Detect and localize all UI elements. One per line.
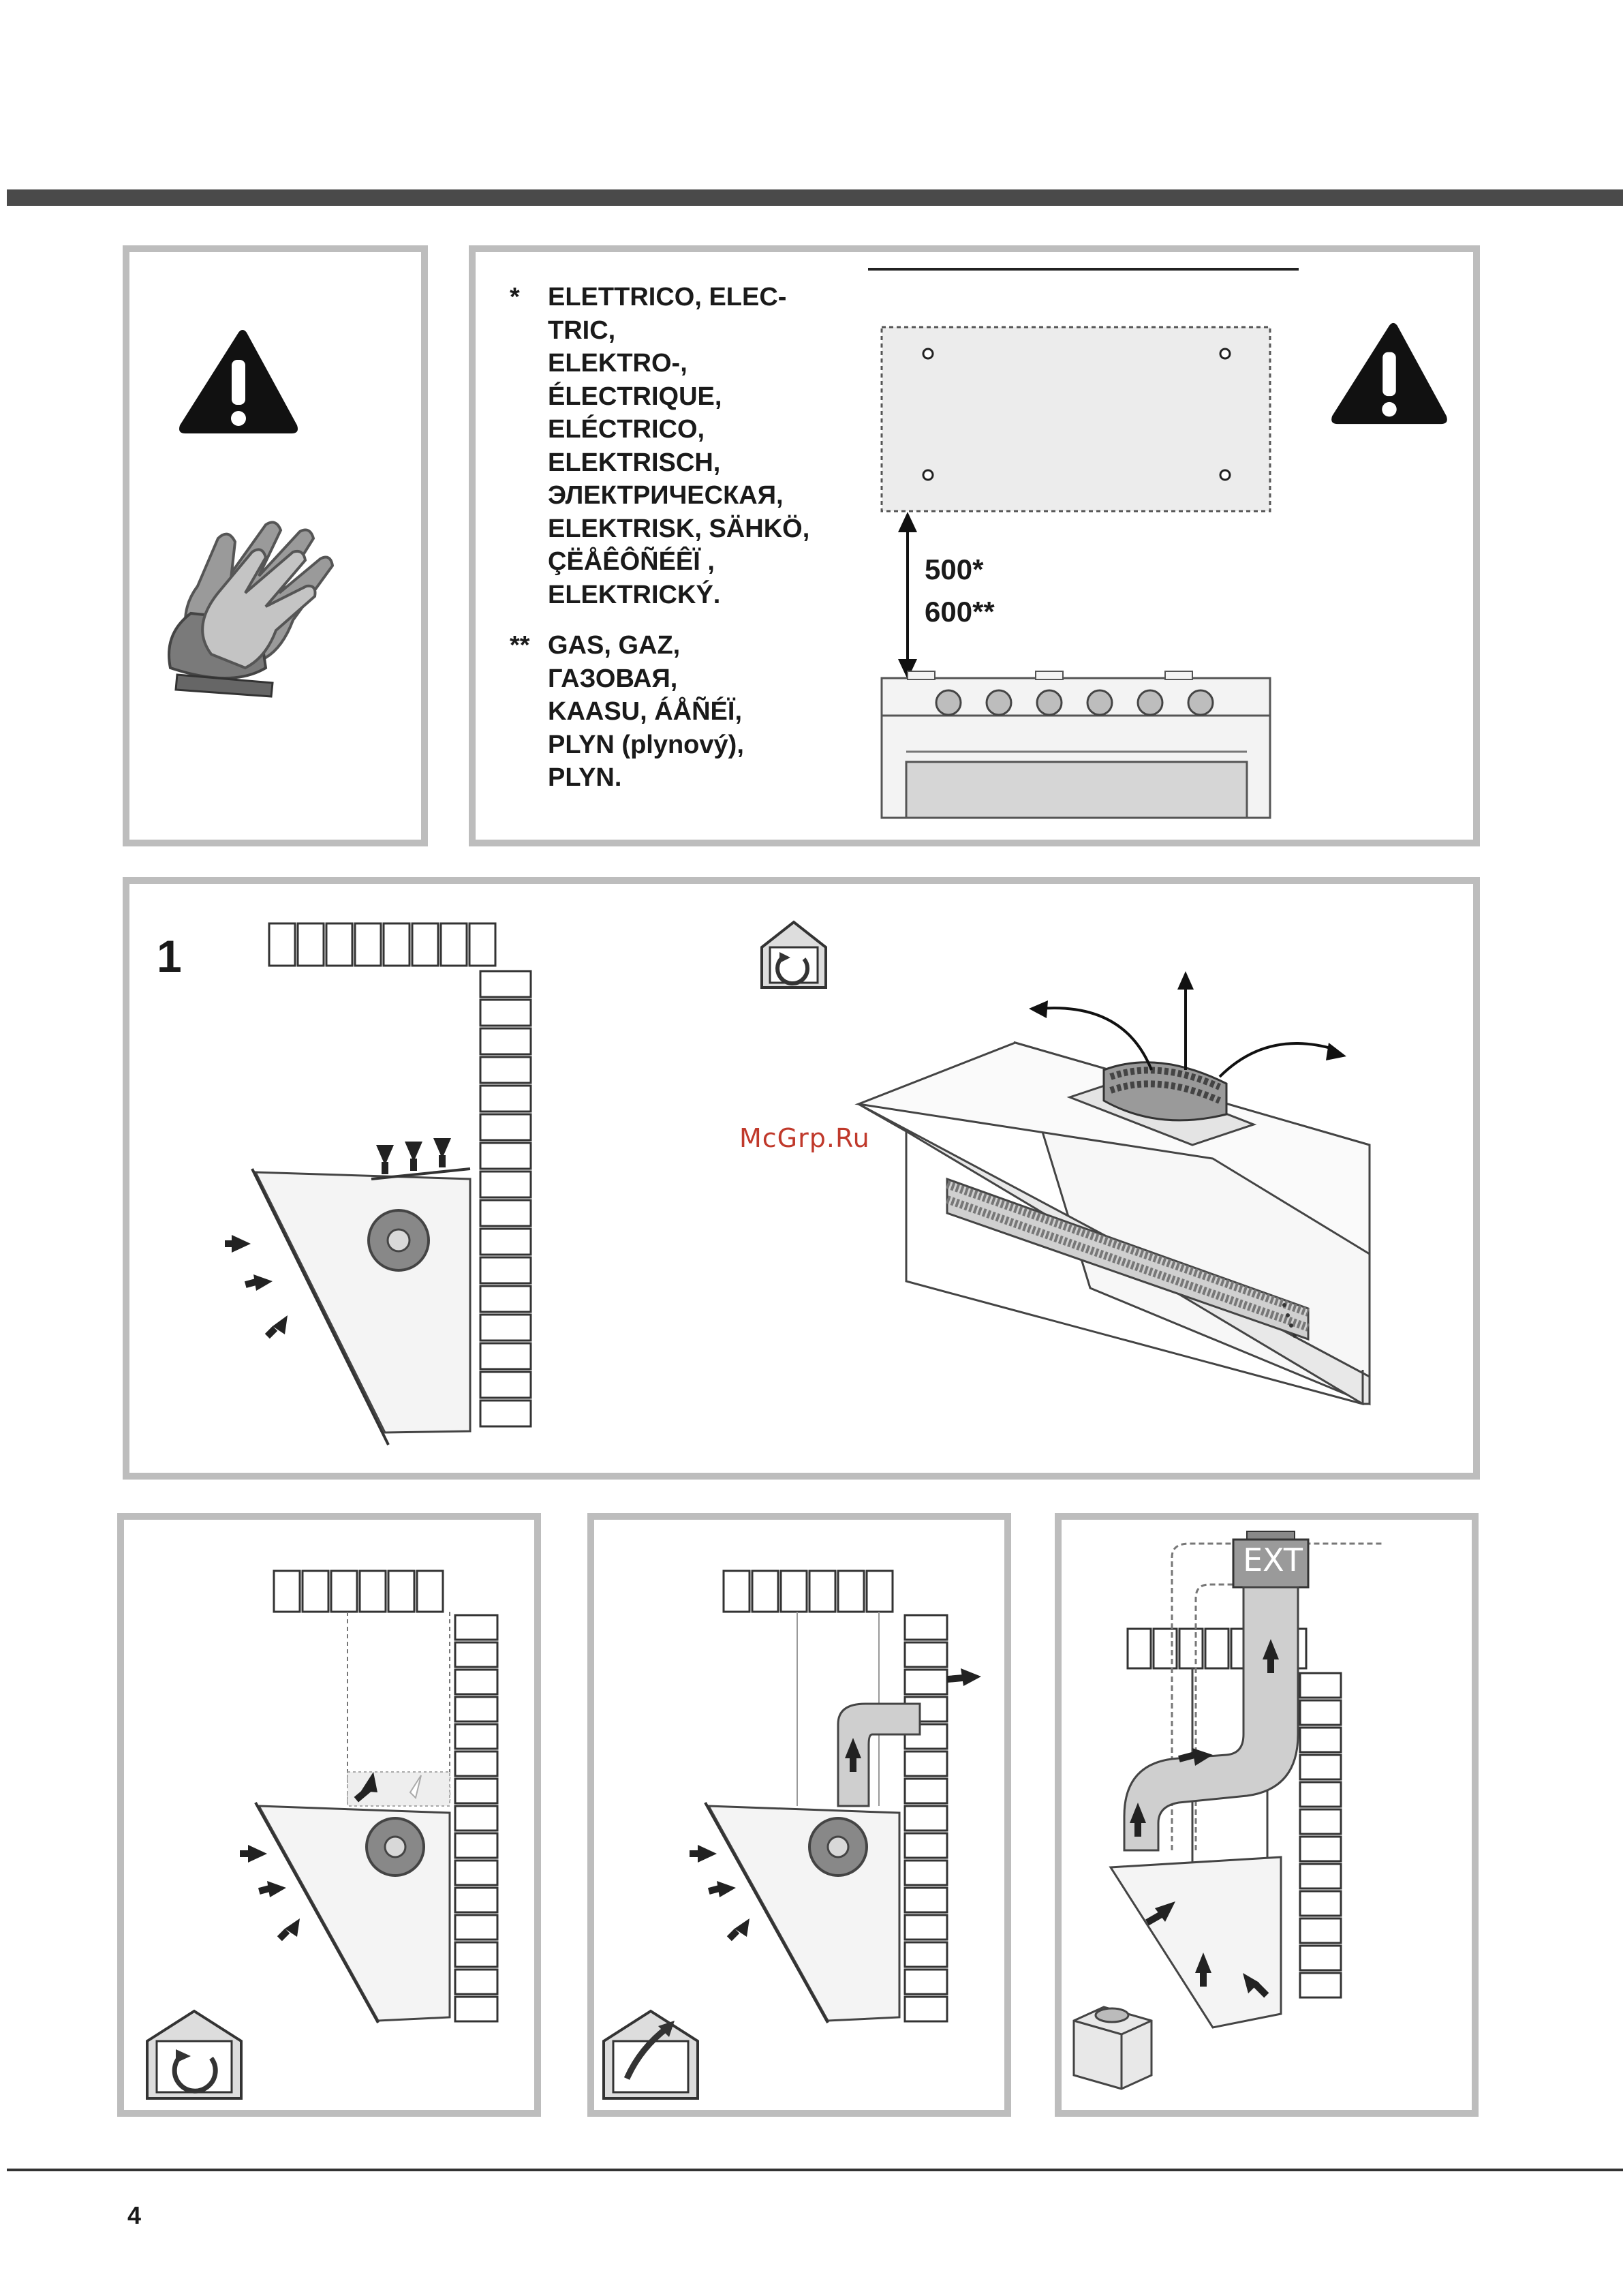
fuel-type-notes: * ELETTRICO, ELEC- TRIC, ELEKTRO-, ÉLECT… xyxy=(510,281,864,795)
page-number: 4 xyxy=(127,2201,141,2230)
clearance-diagram xyxy=(865,262,1288,818)
recirculation-install-diagram xyxy=(232,1567,504,2085)
external-exhaust-diagram xyxy=(1070,1530,1472,2102)
extraction-house-icon xyxy=(600,2007,702,2102)
header-rule xyxy=(7,189,1623,206)
duct-extraction-diagram xyxy=(675,1567,1002,2085)
hood-isometric-view xyxy=(859,968,1390,1418)
electric-note-marker: * xyxy=(510,281,548,611)
figure-number: 1 xyxy=(157,930,182,982)
electric-note-text: ELETTRICO, ELEC- TRIC, ELEKTRO-, ÉLECTRI… xyxy=(548,281,809,611)
clearance-gas-label: 600** xyxy=(925,596,995,628)
gas-note-text: GAS, GAZ, ГАЗОВАЯ, KAASU, ÁÅÑÉÏ, PLYN (p… xyxy=(548,629,744,795)
hood-side-view xyxy=(218,920,538,1452)
watermark: McGrp.Ru xyxy=(739,1123,870,1153)
safety-panel xyxy=(123,245,428,846)
exit-label: EXT xyxy=(1237,1542,1309,1578)
recirculation-house-icon xyxy=(756,917,831,992)
warning-triangle-icon xyxy=(1329,320,1450,427)
warning-triangle-icon xyxy=(177,327,300,436)
recirculation-house-icon xyxy=(143,2007,245,2102)
footer-rule xyxy=(7,2169,1623,2171)
electric-note: * ELETTRICO, ELEC- TRIC, ELEKTRO-, ÉLECT… xyxy=(510,281,864,611)
gas-note: ** GAS, GAZ, ГАЗОВАЯ, KAASU, ÁÅÑÉÏ, PLYN… xyxy=(510,629,864,795)
protective-gloves-icon xyxy=(164,511,382,702)
gas-note-marker: ** xyxy=(510,629,548,795)
clearance-electric-label: 500* xyxy=(925,553,983,586)
